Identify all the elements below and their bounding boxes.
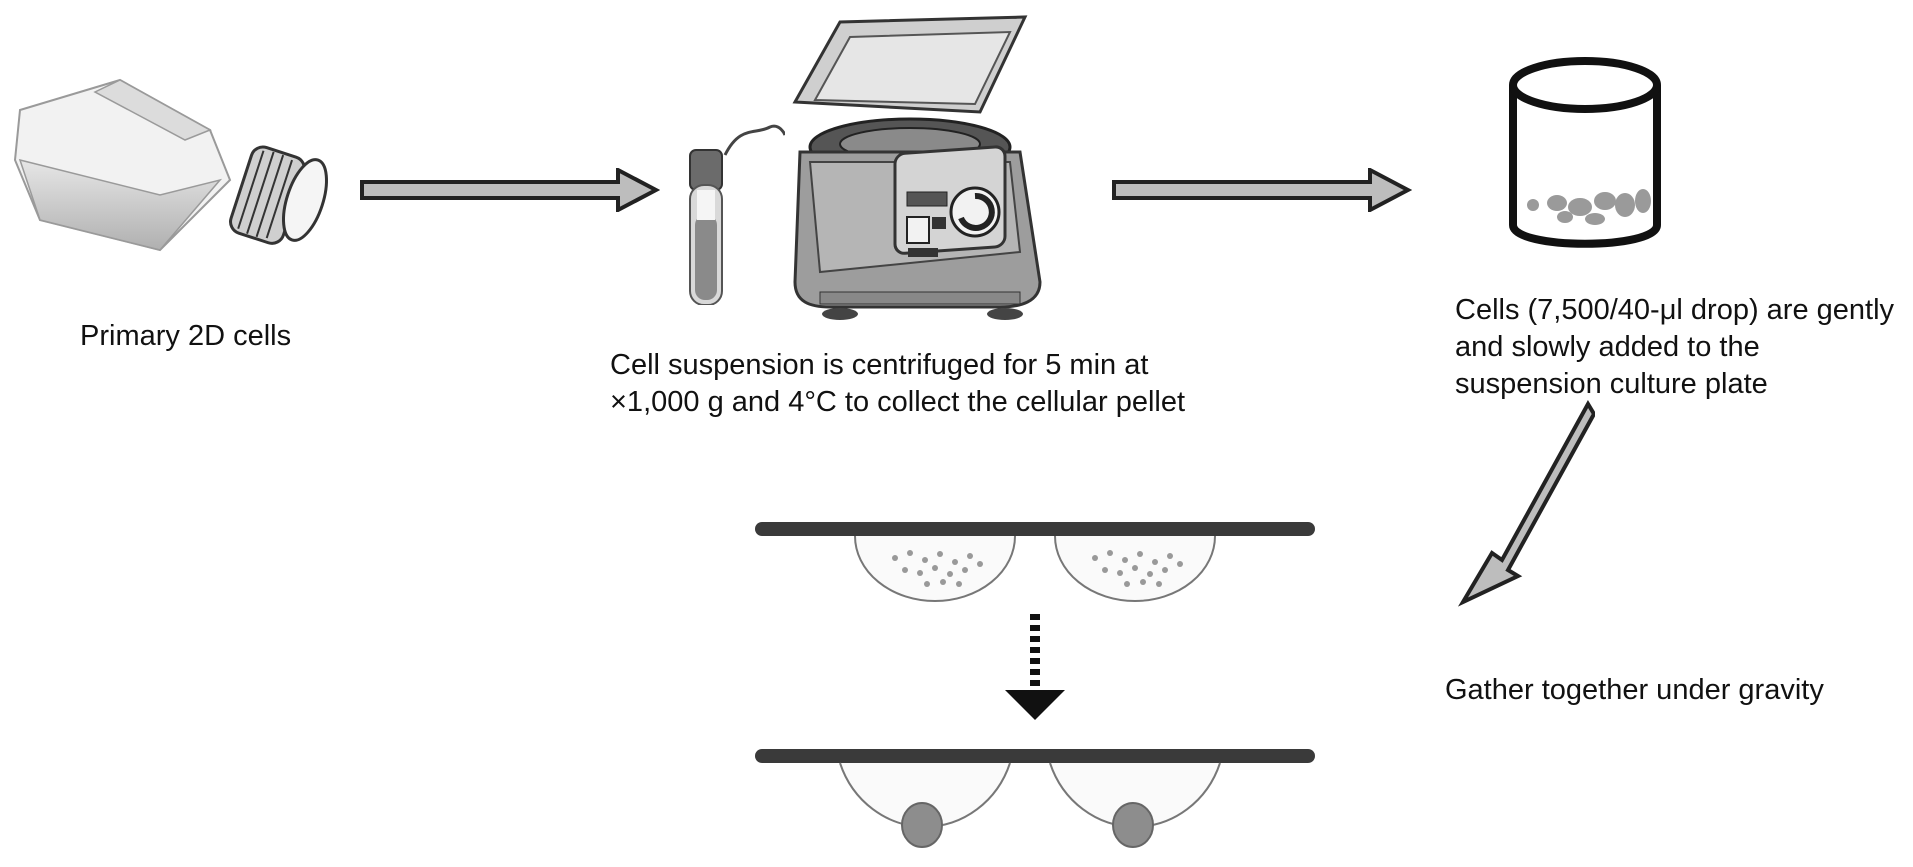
culture-plate-cup-icon	[1505, 55, 1665, 250]
blood-tube-icon	[685, 105, 785, 305]
step-2-label: Cell suspension is centrifuged for 5 min…	[610, 349, 1186, 418]
step-4-label: Gather together under gravity	[1445, 674, 1824, 706]
step-3-label: Cells (7,500/40-μl drop) are gently and …	[1455, 294, 1895, 400]
diagonal-arrow-icon	[1455, 400, 1595, 610]
dotted-down-arrow-icon	[1000, 612, 1070, 722]
culture-flask-icon	[10, 70, 330, 270]
step-1-label: Primary 2D cells	[80, 320, 292, 352]
right-arrow-icon	[1112, 168, 1412, 212]
right-arrow-icon	[360, 168, 660, 212]
hanging-drops-after-icon	[755, 745, 1315, 865]
hanging-drops-before-icon	[755, 518, 1315, 618]
centrifuge-icon	[780, 12, 1050, 322]
